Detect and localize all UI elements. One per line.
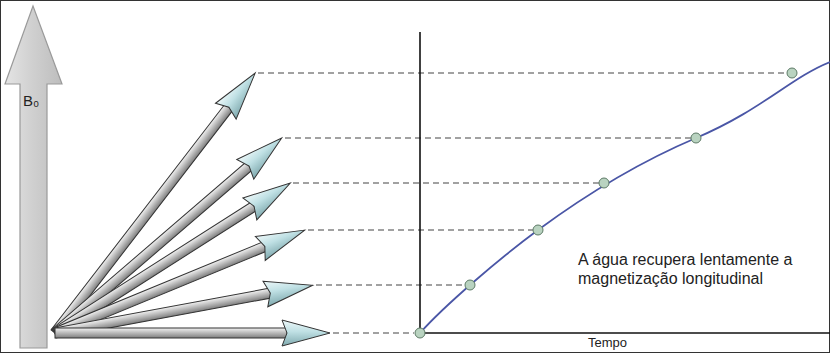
note-text: A água recupera lentamente a magnetizaçã… <box>578 250 810 288</box>
curve-points <box>415 68 797 338</box>
guide-lines <box>258 73 787 333</box>
graph-axes <box>419 32 830 334</box>
b0-field-arrow <box>5 6 62 348</box>
axis-label: Tempo <box>588 335 668 351</box>
magnetization-vectors <box>45 65 330 346</box>
recovery-curve <box>420 62 830 333</box>
field-label: B₀ <box>23 92 53 110</box>
